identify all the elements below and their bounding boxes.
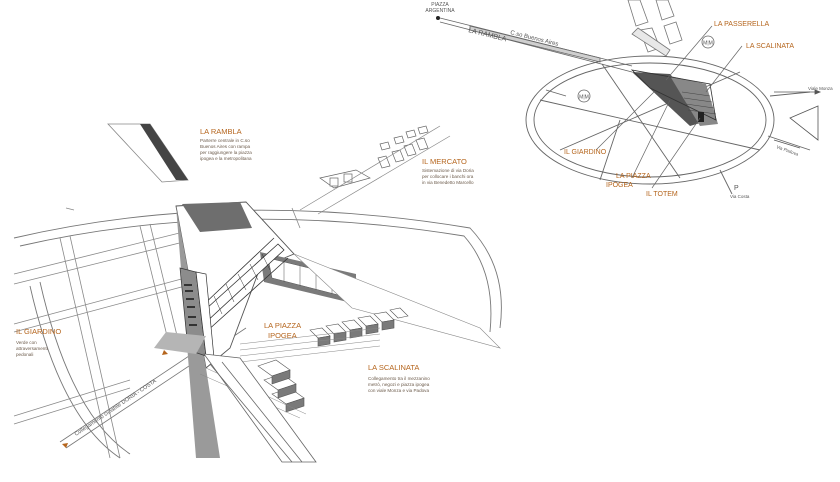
detail-mercato-desc-3: in via Benedetto Marcello [422,180,474,185]
detail-mercato-desc-2: per collocare i banchi ora [422,174,474,179]
mm-top-marker [701,35,715,49]
detail-collegamento-label: Collegamento ciclabile DORIA - COSTA [74,378,158,437]
mm-left-label: M|M [579,95,589,101]
overview-totem-label: IL TOTEM [646,191,678,198]
detail-scalinata-desc-2: metrò, negozi e piazza ipogea [368,382,430,387]
detail-mercato-buildings [319,125,429,189]
detail-scalinata-desc-3: con viale Monza e via Padova [368,388,429,393]
via-padova-label: Via Padova [776,144,800,157]
mm-top-label: M|M [703,41,713,47]
detail-rambla-ramp [107,123,189,183]
detail-rambla-desc-4: ipogea e la metropolitana [200,156,252,161]
detail-giardino-title: IL GIARDINO [16,327,61,336]
overview-passerella-label: LA PASSERELLA [714,21,769,28]
detail-view-panel: Collegamento ciclabile DORIA - COSTA [0,118,520,482]
overview-giardino-label: IL GIARDINO [564,149,607,156]
detail-scalinata-desc-1: Collegamento tra il mezzanino [368,376,430,381]
overview-piazza-ipogea-label-2: IPOGEA [606,182,633,189]
overview-piazza-ipogea-label-1: LA PIAZZA [616,173,651,180]
overview-central-structure [630,69,718,126]
detail-scalinata-title: LA SCALINATA [368,363,419,372]
detail-mercato-road [299,125,451,215]
piazza-argentina-label-2: ARGENTINA [425,8,455,14]
overview-scalinata-label: LA SCALINATA [746,43,794,50]
detail-rambla-desc-1: Parterre centrale in C.so [200,138,250,143]
detail-rambla-title: LA RAMBLA [200,127,242,136]
overview-plan-drawing: M|M M|M PIAZZA ARGENTINA LA RAMBLA C.so … [425,0,833,199]
detail-giardino-desc-2: attraversamenti [16,346,48,351]
detail-giardino-desc-1: Verde con [16,340,37,345]
detail-ring-road [13,209,502,459]
overview-plan-panel: M|M M|M PIAZZA ARGENTINA LA RAMBLA C.so … [370,0,840,210]
overview-corso-road [439,17,633,73]
detail-mercato-desc-1: Sistemazione di via Doria [422,168,474,173]
detail-mercato-title: IL MERCATO [422,157,467,166]
overview-buildings [627,0,683,57]
via-costa-label: Via Costa [730,194,750,199]
overview-ring [525,55,811,195]
detail-piazza-ipogea-label-2: IPOGEA [268,331,297,340]
piazza-argentina-dot [436,16,440,20]
detail-rambla-desc-2: Buenos Aires con rampa [200,144,250,149]
piazza-argentina-label-1: PIAZZA [431,2,449,8]
detail-scalinata-steps [199,307,409,419]
detail-piazza-ipogea-label-1: LA PIAZZA [264,321,301,330]
detail-view-drawing: Collegamento ciclabile DORIA - COSTA [13,123,502,463]
detail-lower-tunnel [154,332,317,463]
detail-street-grid [13,207,301,459]
overview-arrows [773,89,822,149]
viale-monza-label: Viale Monza [808,86,833,91]
p-marker: P [734,185,739,192]
detail-rambla-desc-3: per raggiungere la piazza [200,150,252,155]
overview-leaders [595,25,743,189]
mm-left-marker [577,89,591,103]
detail-giardino-desc-3: pedonali [16,352,33,357]
